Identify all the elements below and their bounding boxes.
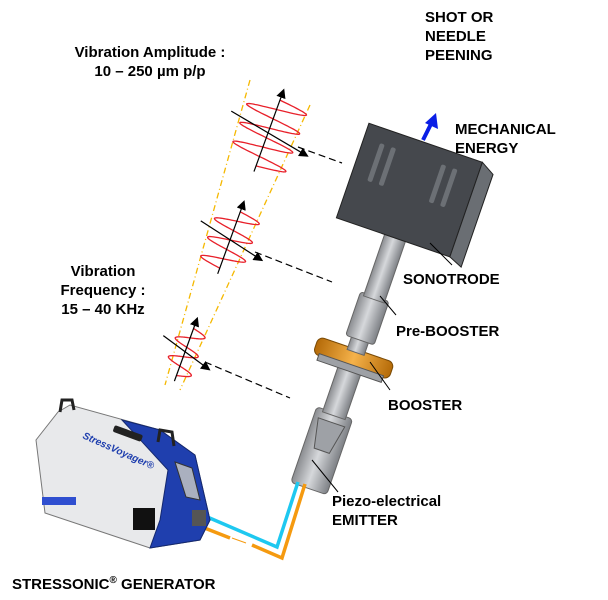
label-line: MECHANICAL (455, 121, 556, 138)
booster-label: BOOSTER (388, 397, 463, 414)
shot-peening-label: SHOT OR NEEDLE PEENING (425, 8, 493, 65)
label-line: EMITTER (332, 512, 398, 529)
mechanical-energy-arrow-icon (421, 113, 438, 141)
frequency-label: Vibration Frequency : 15 – 40 KHz (43, 262, 163, 319)
label-line: Vibration Amplitude : (74, 44, 226, 61)
label-line: NEEDLE (425, 28, 486, 45)
pre-booster-label: Pre-BOOSTER (396, 323, 500, 340)
amplitude-arrow-icon (230, 110, 309, 157)
registered-mark: ® (109, 575, 117, 586)
amplitude-arrow-icon (162, 335, 211, 371)
vibration-waves (162, 88, 309, 382)
sine-wave (232, 99, 308, 173)
sine-wave (167, 327, 206, 378)
label-leaders (311, 242, 453, 493)
generator-name: STRESSONIC (12, 576, 110, 593)
ultrasonic-stack (291, 122, 494, 495)
mechanical-energy-label: MECHANICAL ENERGY (455, 120, 556, 158)
emitter-cone (313, 417, 346, 454)
wave-group (162, 316, 211, 382)
label-line: 10 – 250 µm p/p (94, 63, 206, 80)
amplitude-label: Vibration Amplitude : 10 – 250 µm p/p (50, 43, 250, 81)
generator-suffix: GENERATOR (116, 576, 216, 593)
cables (201, 481, 307, 561)
generator-label: STRESSONIC® GENERATOR (12, 571, 216, 594)
sonotrode-label: SONOTRODE (403, 271, 500, 288)
wave-group (200, 200, 264, 275)
dashed-leaders (204, 146, 343, 399)
sonotrode-stem (362, 233, 407, 304)
emitter-label: Piezo-electrical EMITTER (332, 492, 441, 530)
axis-arrow-icon (217, 200, 246, 275)
label-line: SHOT OR (425, 9, 494, 26)
generator: StressVoyager® (35, 398, 211, 549)
label-line: Frequency : (60, 282, 146, 299)
amplitude-arrow-icon (200, 220, 264, 262)
axis-arrow-icon (253, 88, 286, 172)
label-line: Piezo-electrical (332, 493, 442, 510)
wave-group (230, 88, 309, 173)
label-line: Vibration (70, 263, 136, 280)
label-line: 15 – 40 KHz (61, 301, 145, 318)
label-line: PEENING (425, 47, 493, 64)
axis-arrow-icon (173, 316, 200, 382)
sonotrode-head (335, 122, 494, 268)
label-line: ENERGY (455, 140, 519, 157)
